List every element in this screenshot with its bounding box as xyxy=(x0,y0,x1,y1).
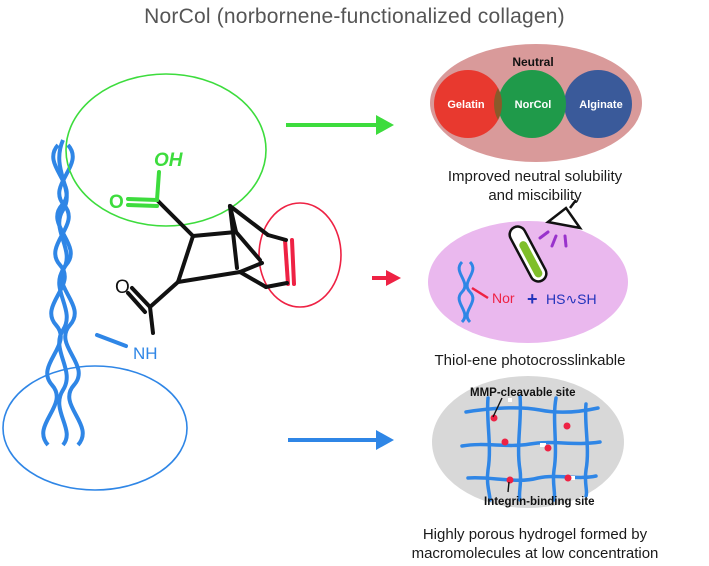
arrow-to-crosslink xyxy=(372,270,401,286)
thiol-label: HS∿SH xyxy=(546,291,597,307)
blend-caption-line1: Improved neutral solubility xyxy=(447,168,623,185)
mmp-pointer xyxy=(492,397,503,418)
polymer-network xyxy=(460,394,602,502)
carbonyl-o-label: O xyxy=(109,192,124,213)
alkene-bridge xyxy=(264,233,289,289)
arrow-to-network xyxy=(288,430,394,450)
norbornene-structure xyxy=(126,198,270,335)
integrin-label: Integrin-binding site xyxy=(484,496,595,508)
blend-caption-line2: and miscibility xyxy=(488,187,582,204)
carboxyl-highlight-circle xyxy=(65,73,267,227)
integrin-pointer xyxy=(507,481,510,493)
nor-label: Nor xyxy=(492,290,515,306)
alginate-label: Alginate xyxy=(579,99,622,111)
network-caption-line1: Highly porous hydrogel formed by xyxy=(422,526,648,543)
network-panel: MMP-cleavable site Integrin-binding site xyxy=(432,376,624,508)
collagen-helix xyxy=(41,139,85,447)
oh-label: OH xyxy=(154,150,184,171)
alkene-bond xyxy=(283,238,296,286)
uv-lamp-icon xyxy=(538,199,583,248)
nh-label: NH xyxy=(133,344,158,363)
amide-link xyxy=(95,333,128,348)
amide-o-label: O xyxy=(115,277,130,298)
binding-sites xyxy=(490,414,572,484)
collagen-highlight-circle xyxy=(2,365,188,491)
blend-caption: Improved neutral solubility and miscibil… xyxy=(410,167,660,205)
mmp-label: MMP-cleavable site xyxy=(470,387,575,399)
crosslink-caption-line: Thiol-ene photocrosslinkable xyxy=(434,352,626,369)
norcol-label: NorCol xyxy=(515,99,552,111)
gelatin-label: Gelatin xyxy=(447,99,485,111)
alkene-highlight-circle xyxy=(258,202,342,308)
figure-title: NorCol (norbornene-functionalized collag… xyxy=(144,5,565,28)
neutral-label: Neutral xyxy=(512,55,553,69)
blend-panel: Neutral Gelatin NorCol Alginate xyxy=(430,44,642,162)
crosslink-panel: Nor + HS∿SH xyxy=(428,199,628,343)
test-tube-icon xyxy=(508,225,548,283)
carboxyl-group xyxy=(126,170,161,208)
network-caption: Highly porous hydrogel formed by macromo… xyxy=(370,525,700,563)
mini-helix xyxy=(457,260,475,324)
crosslink-caption: Thiol-ene photocrosslinkable xyxy=(400,351,660,370)
arrow-to-blend xyxy=(286,115,394,135)
plus-label: + xyxy=(527,289,538,309)
network-caption-line2: macromolecules at low concentration xyxy=(411,545,659,562)
